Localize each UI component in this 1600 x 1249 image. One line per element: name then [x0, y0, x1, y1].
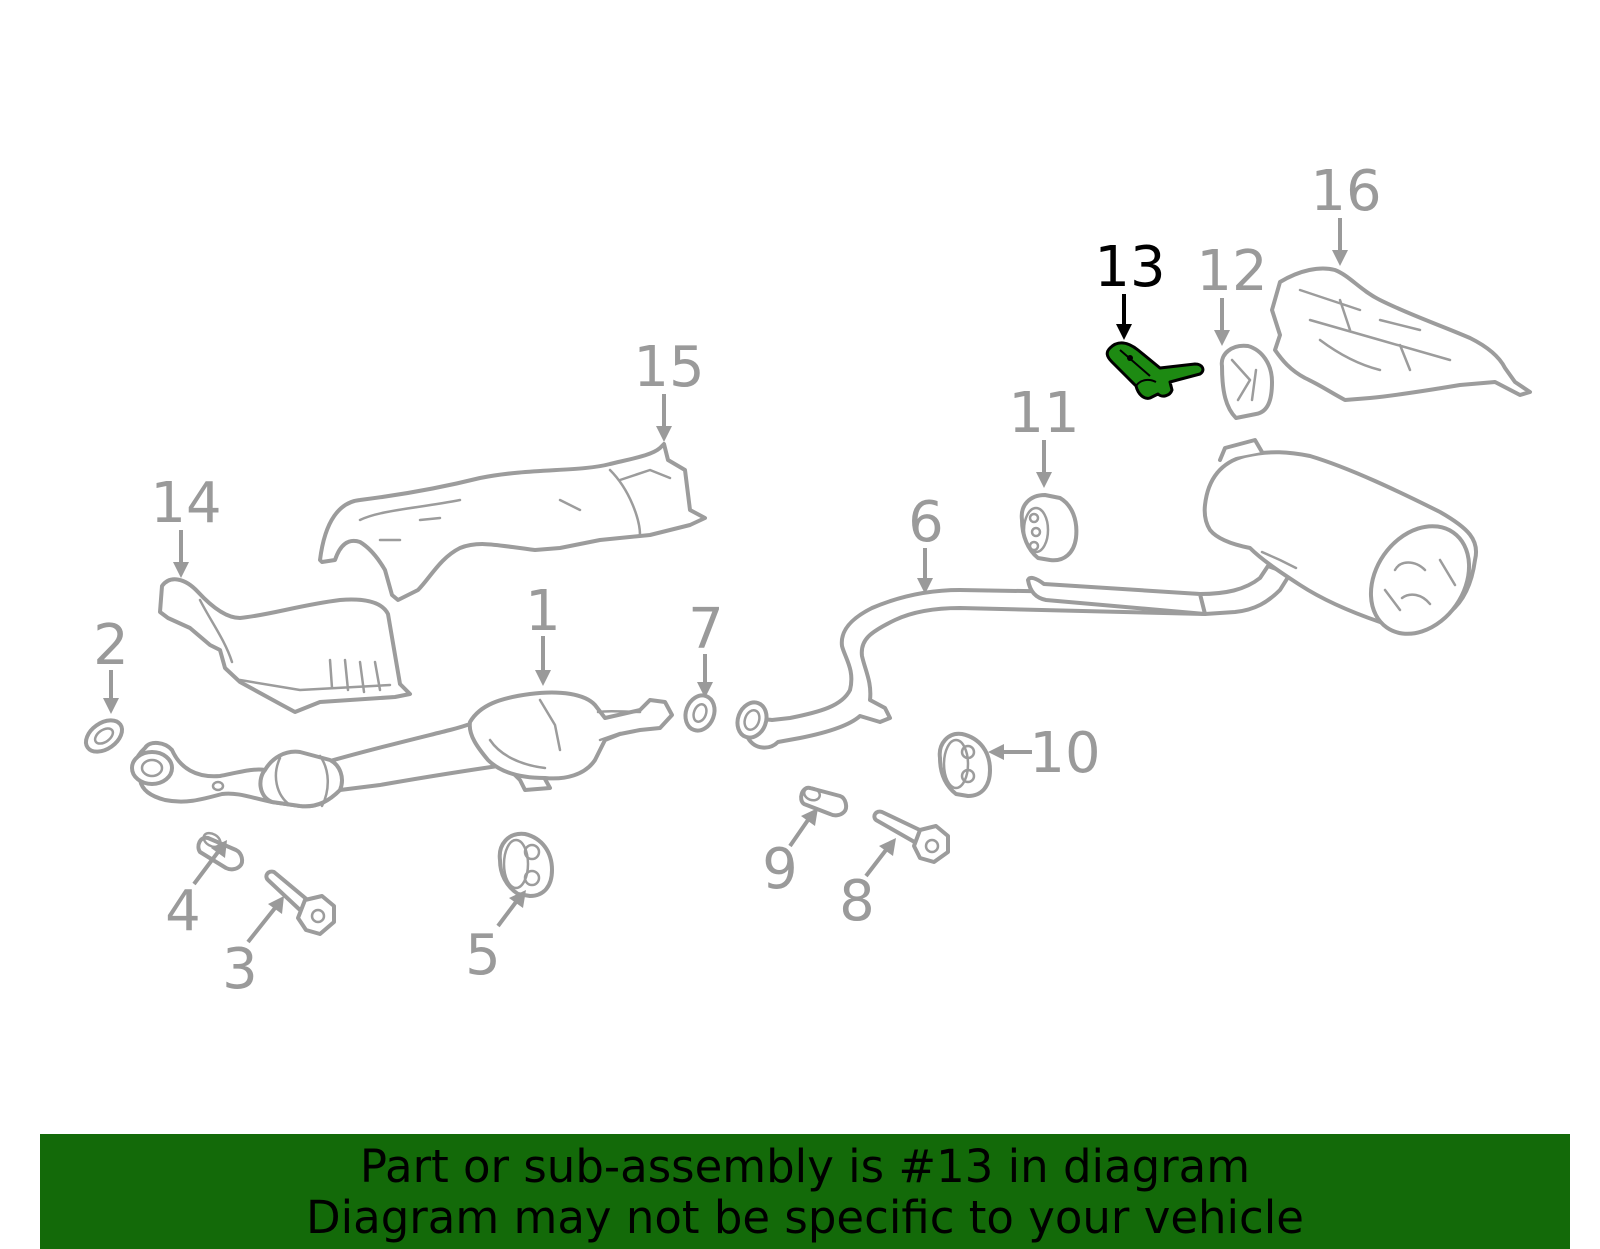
callout-1[interactable]: 1	[525, 579, 561, 644]
callout-9[interactable]: 9	[762, 837, 798, 902]
part-11-hanger[interactable]	[1019, 493, 1079, 563]
part-16-heat-shield[interactable]	[1270, 266, 1532, 402]
part-14-heat-shield[interactable]	[158, 577, 412, 714]
part-15-heat-shield[interactable]	[318, 442, 707, 602]
part-5-hanger[interactable]	[497, 831, 554, 898]
callout-15[interactable]: 15	[633, 335, 704, 400]
part-10-hanger[interactable]	[937, 731, 992, 798]
part-6-tailpipe-muffler[interactable]	[733, 438, 1490, 750]
callout-labels: 1 2 3 4 5 6 7 8 9 10 11 12 13 14 15 16	[93, 159, 1381, 1002]
part-3-bolt[interactable]	[264, 869, 336, 936]
banner-line-disclaimer: Diagram may not be specific to your vehi…	[306, 1190, 1304, 1244]
leader-arrows	[103, 218, 1348, 944]
part-9-nut[interactable]	[799, 785, 849, 818]
part-13-hanger-bracket[interactable]	[1105, 341, 1205, 400]
part-7-gasket[interactable]	[681, 691, 720, 734]
callout-4[interactable]: 4	[165, 879, 201, 944]
callout-6[interactable]: 6	[908, 490, 944, 555]
part-12-hanger[interactable]	[1219, 343, 1274, 420]
callout-16[interactable]: 16	[1310, 159, 1381, 224]
callout-11[interactable]: 11	[1008, 381, 1079, 446]
banner-background	[40, 1134, 1570, 1249]
diagram-notice-banner: Part or sub-assembly is #13 in diagram D…	[40, 1134, 1570, 1249]
callout-5[interactable]: 5	[465, 923, 501, 988]
part-2-gasket[interactable]	[80, 714, 128, 758]
callout-13[interactable]: 13	[1094, 235, 1165, 300]
part-8-bolt[interactable]	[872, 809, 950, 864]
callout-2[interactable]: 2	[93, 613, 129, 678]
callout-8[interactable]: 8	[839, 869, 875, 934]
callout-7[interactable]: 7	[688, 597, 724, 662]
banner-line-part-number: Part or sub-assembly is #13 in diagram	[359, 1139, 1251, 1193]
part-1-front-pipe-converter[interactable]	[130, 690, 674, 809]
callout-12[interactable]: 12	[1196, 239, 1267, 304]
callout-14[interactable]: 14	[150, 471, 221, 536]
callout-3[interactable]: 3	[222, 937, 258, 1002]
callout-10[interactable]: 10	[1029, 721, 1100, 786]
